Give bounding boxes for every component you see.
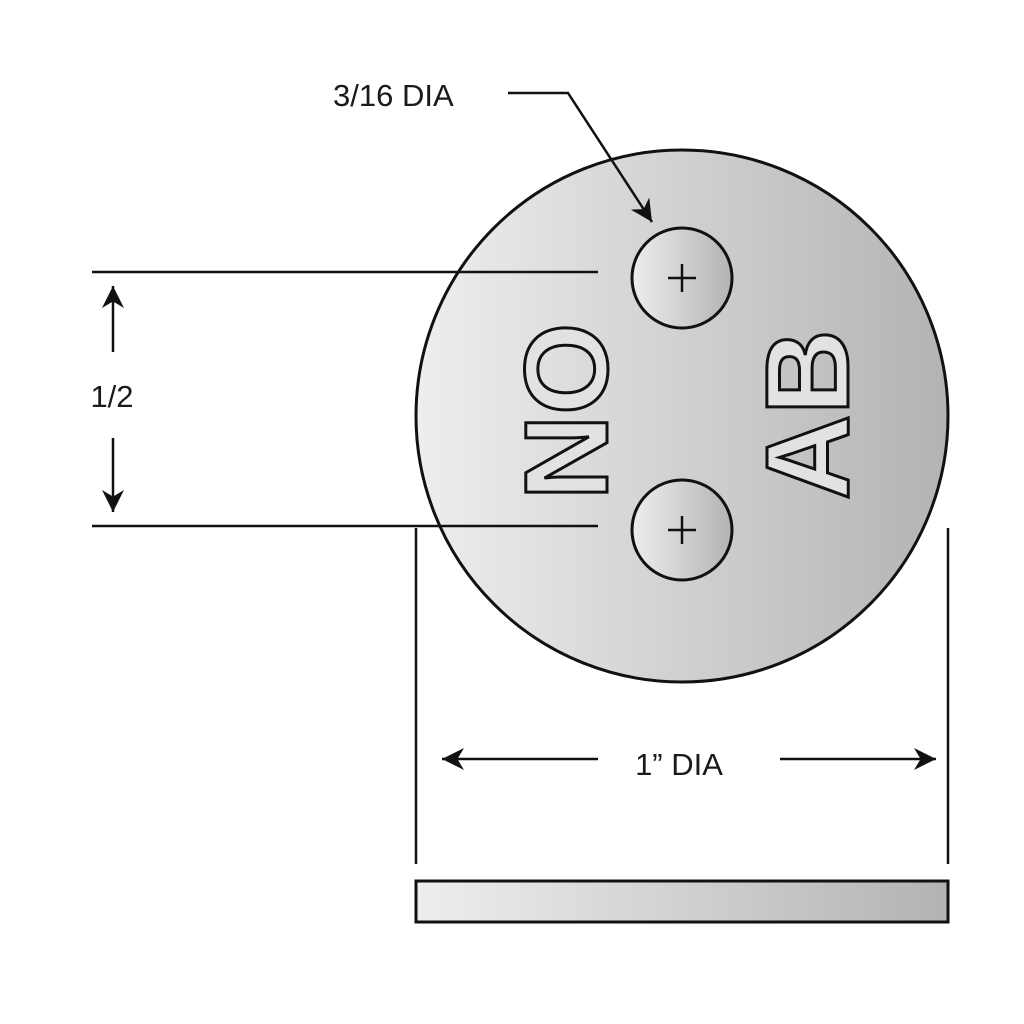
- engraving-right: AB: [742, 330, 874, 500]
- hole-bottom: [630, 478, 734, 582]
- outer-dia-label: 1” DIA: [635, 747, 723, 782]
- engraving-left: NO: [501, 323, 633, 500]
- hole-top: [630, 226, 734, 330]
- hole-dia-label: 3/16 DIA: [333, 78, 454, 113]
- disc-front-view: [414, 148, 950, 684]
- hole-dia-leader: [508, 91, 654, 223]
- disc-side-view: [414, 879, 950, 924]
- spacing-label: 1/2: [90, 379, 133, 414]
